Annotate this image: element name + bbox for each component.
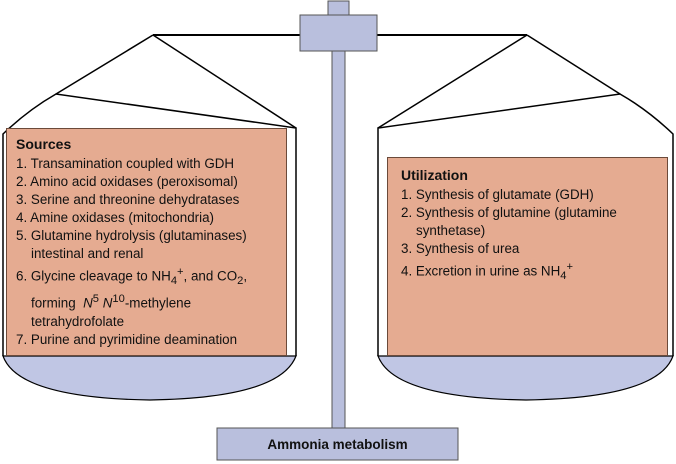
list-item: 1. Transamination coupled with GDH bbox=[16, 156, 235, 171]
list-item: 1. Synthesis of glutamate (GDH) bbox=[401, 187, 594, 202]
right-pan-bowl bbox=[377, 355, 674, 401]
list-item: 4. Excretion in urine as NH4+ bbox=[401, 261, 574, 283]
left-chain-outer bbox=[55, 34, 154, 95]
right-chain-inner bbox=[377, 34, 528, 129]
list-item: 7. Purine and pyrimidine deamination bbox=[16, 331, 238, 347]
list-item: 6. Glycine cleavage to NH4+, and CO2, bbox=[16, 266, 248, 288]
list-item-continuation: tetrahydrofolate bbox=[31, 313, 125, 329]
page-title: Ammonia metabolism bbox=[267, 436, 408, 452]
sources-list: 1. Transamination coupled with GDH 2. Am… bbox=[16, 155, 278, 349]
top-knob bbox=[327, 0, 350, 16]
list-item: 3. Serine and threonine dehydratases bbox=[16, 192, 240, 207]
list-item: 4. Amine oxidases (mitochondria) bbox=[16, 210, 214, 225]
pillar bbox=[331, 49, 346, 431]
list-item: 3. Synthesis of urea bbox=[401, 241, 520, 256]
list-item-continuation: forming N5 N10-methylene bbox=[31, 293, 192, 311]
utilization-box: Utilization 1. Synthesis of glutamate (G… bbox=[387, 157, 668, 356]
list-item: 2. Synthesis of glutamine (glutamine bbox=[401, 205, 617, 220]
right-chain-outer bbox=[526, 34, 621, 95]
utilization-list: 1. Synthesis of glutamate (GDH) 2. Synth… bbox=[401, 186, 659, 285]
list-item-continuation: intestinal and renal bbox=[31, 246, 144, 261]
list-item: 2. Amino acid oxidases (peroxisomal) bbox=[16, 174, 238, 189]
pivot-block bbox=[299, 14, 378, 52]
sources-heading: Sources bbox=[16, 136, 72, 152]
left-chain-inner bbox=[152, 34, 297, 129]
list-item-continuation: synthetase) bbox=[416, 223, 486, 238]
list-item: 5. Glutamine hydrolysis (glutaminases) bbox=[16, 228, 247, 243]
base bbox=[216, 427, 459, 461]
sources-box: Sources 1. Transamination coupled with G… bbox=[6, 128, 287, 356]
left-pan-bowl bbox=[2, 355, 297, 401]
utilization-heading: Utilization bbox=[401, 167, 468, 183]
